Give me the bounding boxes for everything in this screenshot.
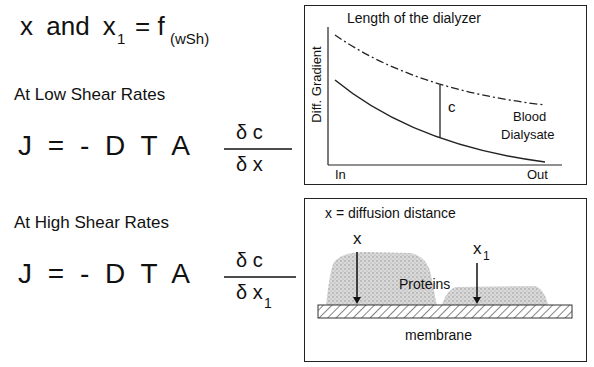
axis-tick-label: Out xyxy=(527,168,548,183)
formula-text: x and x xyxy=(20,12,116,42)
subscript: 1 xyxy=(483,250,490,264)
fraction-denominator: δ x xyxy=(236,153,263,176)
subscript: 1 xyxy=(117,30,125,47)
subscript: (wSh) xyxy=(170,30,209,47)
chart-frame: Length of the dialyzerDiff. Gradient cBlo… xyxy=(304,5,587,185)
fraction-bar xyxy=(224,148,292,150)
fraction-numerator: δ c xyxy=(236,121,263,144)
curve-label: Dialysate xyxy=(501,128,554,143)
section-heading: At Low Shear Rates xyxy=(14,85,165,105)
protein-layer-illustration xyxy=(318,252,572,318)
axis-tick-label: In xyxy=(335,168,346,183)
distance-label: x xyxy=(353,229,362,249)
legend-note: x = diffusion distance xyxy=(325,205,456,221)
part-label: Proteins xyxy=(399,276,450,292)
curve-label: Blood xyxy=(513,110,546,125)
axis-label: Diff. Gradient xyxy=(310,46,325,122)
section-heading: At High Shear Rates xyxy=(14,213,169,233)
part-label: membrane xyxy=(405,327,472,343)
gradient-chart xyxy=(328,27,562,165)
distance-label: x xyxy=(473,239,482,259)
equation: J = - D T A xyxy=(18,130,190,162)
chart-title: Length of the dialyzer xyxy=(347,10,481,26)
formula-text: = f xyxy=(135,12,165,42)
equation: J = - D T A xyxy=(18,258,190,290)
fraction-numerator: δ c xyxy=(236,249,263,272)
fraction-bar xyxy=(224,276,296,278)
fraction-denominator: δ x xyxy=(236,281,263,304)
subscript: 1 xyxy=(264,295,272,311)
illustration-frame: x = diffusion distancexx1Proteinsmembran… xyxy=(304,198,587,362)
gap-label: c xyxy=(448,98,456,115)
